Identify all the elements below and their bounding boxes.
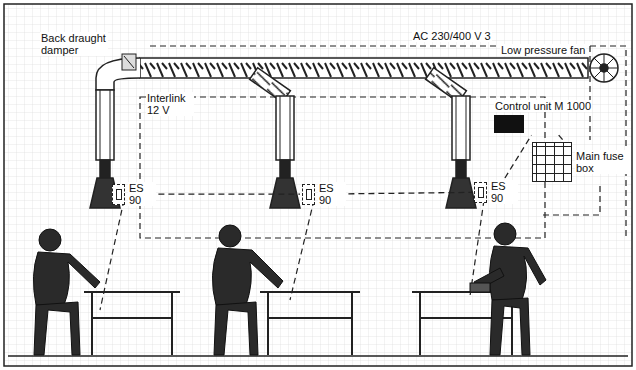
workers	[34, 302, 80, 355]
workbenches	[84, 292, 180, 355]
extraction-arms	[100, 160, 110, 178]
workers	[490, 298, 530, 355]
workers	[219, 225, 241, 247]
extraction-arms	[456, 160, 466, 178]
interlink-wire	[348, 192, 472, 193]
workers	[494, 223, 516, 245]
extraction-arms	[96, 90, 114, 160]
node-label: Main fuse box	[575, 150, 631, 174]
wiring	[100, 46, 626, 310]
graph-paper	[4, 4, 632, 366]
workers	[212, 248, 283, 305]
node-label: Control unit M 1000	[494, 100, 592, 112]
wiring	[540, 186, 600, 215]
extraction-arms	[446, 178, 476, 208]
interlink-wire	[559, 135, 563, 140]
extraction-arms	[100, 90, 110, 160]
switch-unit: ES 90	[112, 182, 156, 206]
extraction-arms	[452, 96, 470, 160]
wiring	[290, 200, 314, 300]
workbenches	[260, 292, 360, 355]
interlink-wire	[158, 193, 300, 194]
callout-label: Low pressure fan	[500, 44, 586, 56]
node-label: ES 90	[318, 182, 346, 206]
workers	[33, 252, 100, 305]
workbenches	[8, 355, 628, 357]
extraction-arms	[270, 178, 300, 208]
extraction-arms	[276, 96, 294, 160]
low-pressure-fan	[590, 54, 618, 82]
switch-unit: ES 90	[474, 180, 518, 204]
workers	[470, 283, 490, 292]
fuse-box-symbol	[532, 142, 572, 182]
callout-label: Interlink 12 V	[146, 92, 194, 116]
wiring	[100, 200, 124, 310]
workbenches	[8, 292, 628, 356]
workers	[214, 302, 258, 355]
callout-label: Back draught damper	[40, 32, 108, 56]
extraction-arms	[280, 160, 290, 178]
extraction-arms	[280, 96, 290, 160]
extraction-arms	[90, 68, 476, 208]
node-label: ES 90	[490, 180, 518, 204]
wiring	[589, 46, 590, 140]
switch-symbol	[112, 184, 125, 205]
interlink-wire	[505, 135, 532, 178]
workers	[33, 223, 546, 355]
fuse-box: Main fuse box	[532, 142, 631, 182]
duct	[140, 58, 588, 78]
callout-label: AC 230/400 V 3	[412, 30, 492, 42]
graph-paper	[4, 4, 632, 366]
wiring	[140, 97, 545, 238]
workers	[39, 229, 61, 251]
duct	[96, 54, 588, 90]
switch-unit: ES 90	[302, 182, 346, 206]
low-pressure-fan	[590, 54, 618, 82]
switch-symbol	[302, 184, 315, 205]
duct	[124, 56, 134, 68]
node-label: ES 90	[128, 182, 156, 206]
extraction-arms	[456, 96, 466, 160]
control-box-symbol	[494, 115, 524, 133]
control-unit: Control unit M 1000	[494, 100, 592, 133]
switch-symbol	[474, 182, 487, 203]
duct	[122, 54, 136, 70]
low-pressure-fan	[590, 54, 618, 82]
